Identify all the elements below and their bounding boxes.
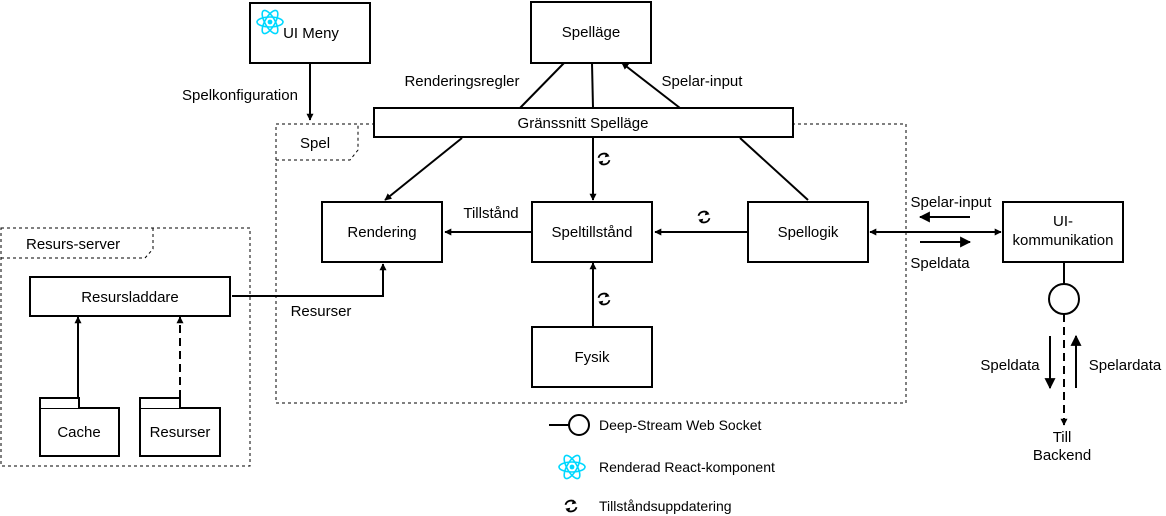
edge-label-spelkonfiguration: Spelkonfiguration xyxy=(182,87,298,104)
edges xyxy=(74,62,1082,426)
react-atom-icon xyxy=(558,452,586,482)
legend-update-label: Tillståndsuppdatering xyxy=(599,498,732,514)
box-granssnitt-spellage: Gränssnitt Spelläge xyxy=(373,107,794,138)
cache-label: Cache xyxy=(57,424,100,441)
websocket-icon xyxy=(568,414,590,436)
edge-label-speldata-right: Speldata xyxy=(910,255,970,272)
edge-label-spelardata-up: Spelardata xyxy=(1089,357,1162,374)
till-backend-label-2: Backend xyxy=(1033,447,1091,464)
granssnitt-label: Gränssnitt Spelläge xyxy=(518,115,649,132)
spellage-label: Spelläge xyxy=(562,24,620,41)
box-resursladdare: Resursladdare xyxy=(29,276,231,317)
refresh-icon xyxy=(597,291,611,307)
speltillstand-label: Speltillstånd xyxy=(552,224,633,241)
legend: Deep-Stream Web Socket Renderad React-ko… xyxy=(549,414,775,514)
edge-renderingsregler xyxy=(519,62,565,109)
edge-spelar-input-to-spellage xyxy=(621,62,681,109)
box-ui-kommunikation: UI- kommunikation xyxy=(1002,201,1124,263)
legend-react: Renderad React-komponent xyxy=(558,452,775,482)
edge-spellogik-to-granssnitt xyxy=(739,137,809,201)
edge-label-resurser: Resurser xyxy=(291,303,352,320)
edge-label-spelar-input-top: Spelar-input xyxy=(662,73,744,90)
rendering-label: Rendering xyxy=(347,224,416,241)
box-speltillstand: Speltillstånd xyxy=(531,201,653,263)
box-rendering: Rendering xyxy=(321,201,443,263)
edge-label-renderingsregler: Renderingsregler xyxy=(404,73,519,90)
edge-label-spelar-input-right: Spelar-input xyxy=(911,194,993,211)
box-ui-meny: UI Meny xyxy=(249,2,371,64)
ui-komm-label-1: UI- xyxy=(1053,213,1073,230)
box-spellage: Spelläge xyxy=(530,1,652,64)
box-cache: Cache xyxy=(39,397,120,457)
legend-update: Tillståndsuppdatering xyxy=(564,498,732,514)
legend-websocket-label: Deep-Stream Web Socket xyxy=(599,417,761,433)
resurs-server-frame: Resurs-server xyxy=(0,227,251,467)
edge-granssnitt-to-rendering xyxy=(384,137,463,201)
till-backend-label-1: Till xyxy=(1053,429,1072,446)
box-fysik: Fysik xyxy=(531,326,653,388)
legend-websocket: Deep-Stream Web Socket xyxy=(549,414,761,436)
ui-komm-label-2: kommunikation xyxy=(1013,232,1114,249)
spel-frame-label: Spel xyxy=(300,135,330,152)
refresh-icon xyxy=(597,151,611,167)
edge-label-tillstand: Tillstånd xyxy=(463,205,518,222)
resurs-server-frame-label: Resurs-server xyxy=(26,236,120,253)
refresh-icon xyxy=(697,209,711,225)
spellogik-label: Spellogik xyxy=(778,224,839,241)
box-resurser: Resurser xyxy=(139,397,221,457)
refresh-icon xyxy=(564,498,578,514)
edge-resursladdare-to-rendering xyxy=(232,263,387,297)
websocket-endpoint xyxy=(1048,283,1080,315)
resursladdare-label: Resursladdare xyxy=(81,289,179,306)
legend-react-label: Renderad React-komponent xyxy=(599,459,775,475)
ui-meny-label: UI Meny xyxy=(283,25,339,42)
resurser-label: Resurser xyxy=(150,424,211,441)
box-spellogik: Spellogik xyxy=(747,201,869,263)
fysik-label: Fysik xyxy=(575,349,610,366)
edge-label-speldata-down: Speldata xyxy=(980,357,1040,374)
edge-spellage-center xyxy=(591,62,594,109)
